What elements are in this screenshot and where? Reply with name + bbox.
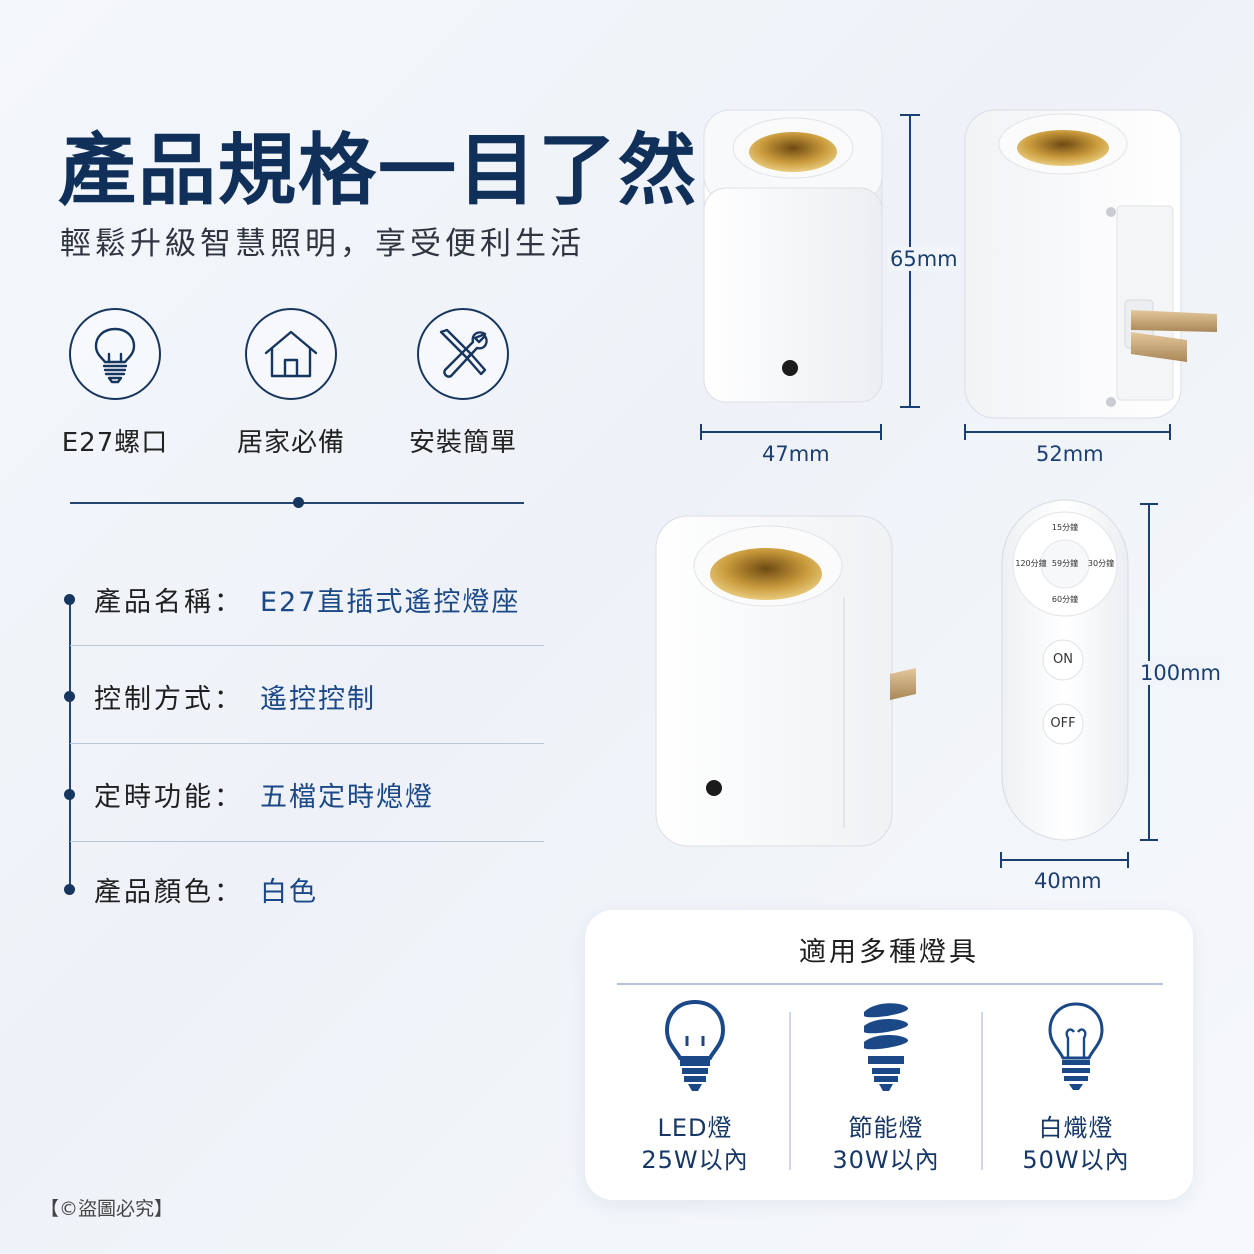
feature-label-e27: E27螺口 — [61, 428, 169, 458]
lamp-separator — [789, 1012, 791, 1170]
remote-timer-60: 60分鐘 — [1051, 595, 1079, 604]
spec-key: 控制方式： — [94, 684, 244, 715]
cfl-bulb-icon — [864, 1003, 909, 1091]
spec-row-timer: 定時功能： 五檔定時熄燈 — [64, 775, 544, 815]
height-dimension-label: 65mm — [888, 247, 960, 271]
front-width-label: 47mm — [762, 442, 830, 466]
spec-row-color: 產品顏色： 白色 — [64, 870, 544, 910]
spec-key: 產品名稱： — [94, 587, 244, 618]
spec-value: 白色 — [260, 877, 318, 908]
house-icon — [245, 308, 337, 400]
lamp-incandescent-watt: 50W以內 — [1022, 1146, 1130, 1174]
spec-bullet — [64, 691, 75, 702]
lamp-cfl-name: 節能燈 — [848, 1114, 924, 1142]
tools-icon — [417, 308, 509, 400]
spec-bullet — [64, 789, 75, 800]
lamp-incandescent-name: 白熾燈 — [1038, 1114, 1114, 1142]
spec-row-name: 產品名稱： E27直插式遙控燈座 — [64, 580, 544, 620]
spec-row-control: 控制方式： 遙控控制 — [64, 677, 544, 717]
spec-bullet — [64, 884, 75, 895]
applicable-lamps-card: 適用多種燈具 LED燈 25W以內 節能燈 30W以內 — [585, 910, 1193, 1200]
incandescent-bulb-icon — [1048, 1002, 1104, 1090]
remote-timer-59: 59分鐘 — [1051, 559, 1079, 568]
bulb-icon — [69, 308, 161, 400]
remote-timer-120: 120分鐘 — [1015, 559, 1047, 568]
spec-separator — [70, 841, 544, 842]
remote-on-button: ON — [1053, 652, 1073, 667]
remote-height-label: 100mm — [1138, 661, 1223, 685]
lamp-led: LED燈 25W以內 — [600, 998, 790, 1176]
spec-value: 五檔定時熄燈 — [260, 782, 434, 813]
page-title: 產品規格一目了然 — [58, 126, 699, 216]
led-bulb-icon — [664, 999, 726, 1091]
product-side-view — [964, 109, 1217, 419]
front-width-dimension-line — [700, 424, 882, 440]
side-width-dimension-line — [964, 424, 1171, 440]
spec-timeline — [69, 596, 71, 888]
lamp-incandescent: 白熾燈 50W以內 — [981, 998, 1171, 1176]
side-width-label: 52mm — [1036, 442, 1104, 466]
feature-install: 安裝簡單 — [403, 308, 523, 459]
product-front-view — [703, 109, 883, 403]
spec-separator — [70, 743, 544, 744]
lamp-cfl-watt: 30W以內 — [832, 1146, 940, 1174]
lamps-divider — [617, 983, 1163, 985]
remote-off-button: OFF — [1050, 716, 1076, 731]
copyright-notice: 【©盜圖必究】 — [40, 1198, 174, 1220]
page-subtitle: 輕鬆升級智慧照明，享受便利生活 — [60, 226, 585, 262]
lamp-led-watt: 25W以內 — [641, 1146, 749, 1174]
remote-timer-30: 30分鐘 — [1087, 559, 1115, 568]
lamp-separator — [981, 1012, 983, 1170]
feature-e27: E27螺口 — [55, 308, 175, 459]
remote-width-label: 40mm — [1034, 869, 1102, 893]
product-perspective-view — [655, 515, 916, 847]
lamps-title: 適用多種燈具 — [799, 937, 979, 968]
divider-dot — [293, 497, 304, 508]
lamp-cfl: 節能燈 30W以內 — [791, 998, 981, 1176]
spec-separator — [70, 645, 544, 646]
feature-label-install: 安裝簡單 — [408, 428, 517, 458]
feature-label-home: 居家必備 — [236, 428, 345, 458]
lamp-led-name: LED燈 — [657, 1114, 733, 1142]
feature-home: 居家必備 — [231, 308, 351, 459]
spec-value: E27直插式遙控燈座 — [260, 587, 521, 618]
spec-bullet — [64, 594, 75, 605]
remote-control — [1001, 499, 1129, 841]
spec-key: 定時功能： — [94, 782, 244, 813]
spec-key: 產品顏色： — [94, 877, 244, 908]
remote-width-dimension-line — [1000, 852, 1129, 868]
spec-value: 遙控控制 — [260, 684, 376, 715]
remote-timer-15: 15分鐘 — [1051, 523, 1079, 532]
